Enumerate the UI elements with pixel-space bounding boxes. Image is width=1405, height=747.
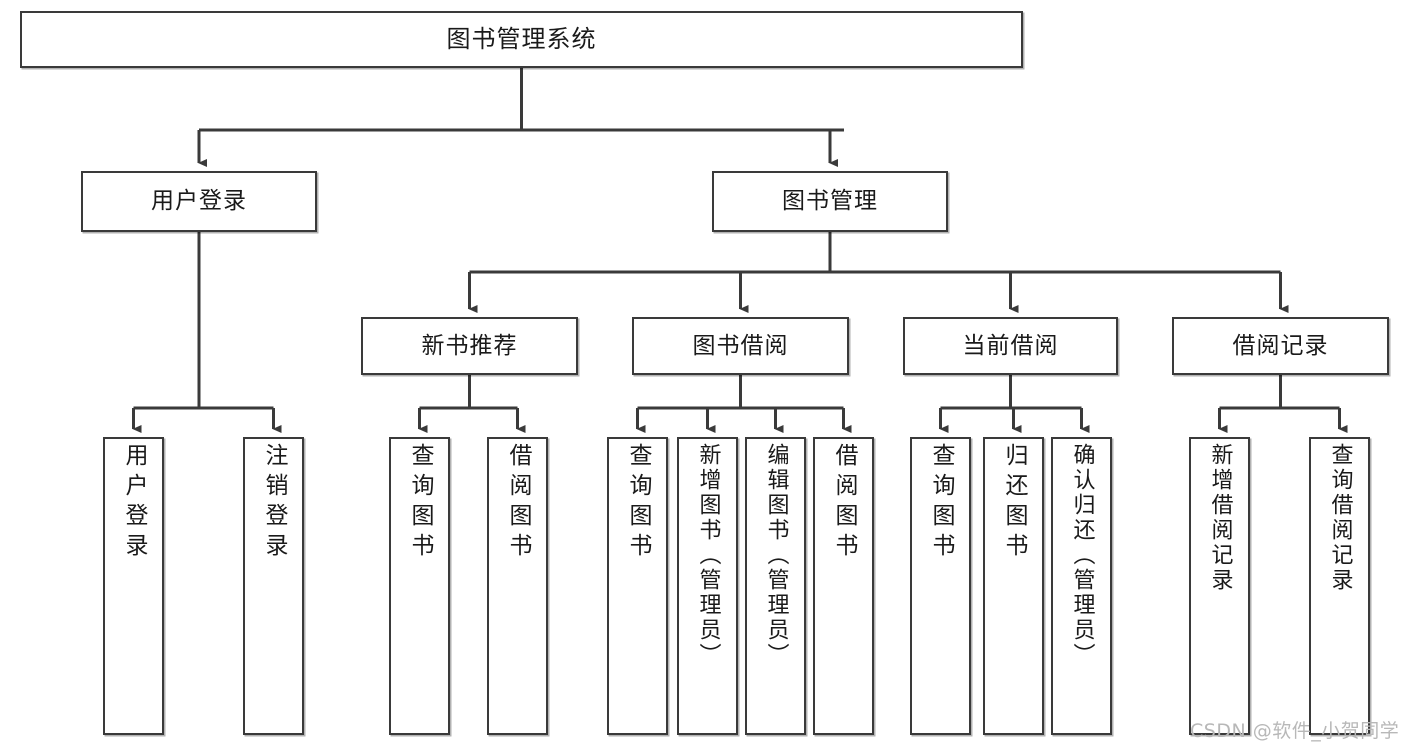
node-label: 借阅记录: [1232, 332, 1329, 359]
leaf-query-borrow-record[interactable]: 查询借阅记录: [1309, 437, 1370, 735]
leaf-edit-book-admin[interactable]: 编辑图书（管理员）: [745, 437, 806, 735]
node-label: 借阅图书: [505, 443, 531, 563]
leaf-return-book[interactable]: 归还图书: [983, 437, 1044, 735]
node-label: 新书推荐: [421, 332, 518, 359]
node-label: 用户登录: [151, 188, 247, 215]
node-label: 当前借阅: [962, 332, 1059, 359]
node-label: 用户登录: [121, 443, 147, 563]
leaf-add-book-admin[interactable]: 新增图书（管理员）: [677, 437, 738, 735]
csdn-watermark: CSDN @软件_小贺同学: [1190, 720, 1400, 742]
node-current-borrow[interactable]: 当前借阅: [903, 317, 1118, 375]
node-book-borrow[interactable]: 图书借阅: [632, 317, 849, 375]
leaf-query-book-current[interactable]: 查询图书: [910, 437, 971, 735]
node-label: 查询借阅记录: [1327, 443, 1353, 593]
connectors-login-to-leaves: [132, 232, 282, 433]
leaf-add-borrow-record[interactable]: 新增借阅记录: [1189, 437, 1250, 735]
node-label: 注销登录: [261, 443, 287, 563]
node-root-system[interactable]: 图书管理系统: [20, 11, 1023, 68]
connectors-current-to-leaves: [939, 375, 1090, 433]
leaf-confirm-return-admin[interactable]: 确认归还（管理员）: [1051, 437, 1112, 735]
node-label: 归还图书: [1001, 443, 1027, 563]
node-label: 查询图书: [407, 443, 433, 563]
node-user-login[interactable]: 用户登录: [81, 171, 317, 232]
leaf-user-login[interactable]: 用户登录: [103, 437, 164, 735]
connectors-newbook-to-leaves: [418, 375, 526, 433]
node-label: 借阅图书: [831, 443, 857, 563]
connectors-book-mgmt-to-level3: [468, 232, 1289, 313]
node-label: 查询图书: [928, 443, 954, 563]
node-label: 确认归还（管理员）: [1069, 443, 1095, 668]
leaf-borrow-book-recommend[interactable]: 借阅图书: [487, 437, 548, 735]
node-label: 编辑图书（管理员）: [763, 443, 789, 668]
node-label: 图书借阅: [692, 332, 789, 359]
leaf-query-book-recommend[interactable]: 查询图书: [389, 437, 450, 735]
node-label: 新增借阅记录: [1207, 443, 1233, 593]
node-borrow-records[interactable]: 借阅记录: [1172, 317, 1389, 375]
leaf-logout-login[interactable]: 注销登录: [243, 437, 304, 735]
connectors-root-to-level2: [197, 68, 844, 167]
leaf-borrow-book[interactable]: 借阅图书: [813, 437, 874, 735]
leaf-query-book-borrow[interactable]: 查询图书: [607, 437, 668, 735]
connectors-records-to-leaves: [1218, 375, 1348, 433]
connectors-borrow-to-leaves: [636, 375, 852, 433]
node-label: 新增图书（管理员）: [695, 443, 721, 668]
node-label: 图书管理: [782, 188, 878, 215]
node-label: 图书管理系统: [446, 24, 597, 53]
node-book-management[interactable]: 图书管理: [712, 171, 948, 232]
node-new-book-recommend[interactable]: 新书推荐: [361, 317, 578, 375]
node-label: 查询图书: [625, 443, 651, 563]
